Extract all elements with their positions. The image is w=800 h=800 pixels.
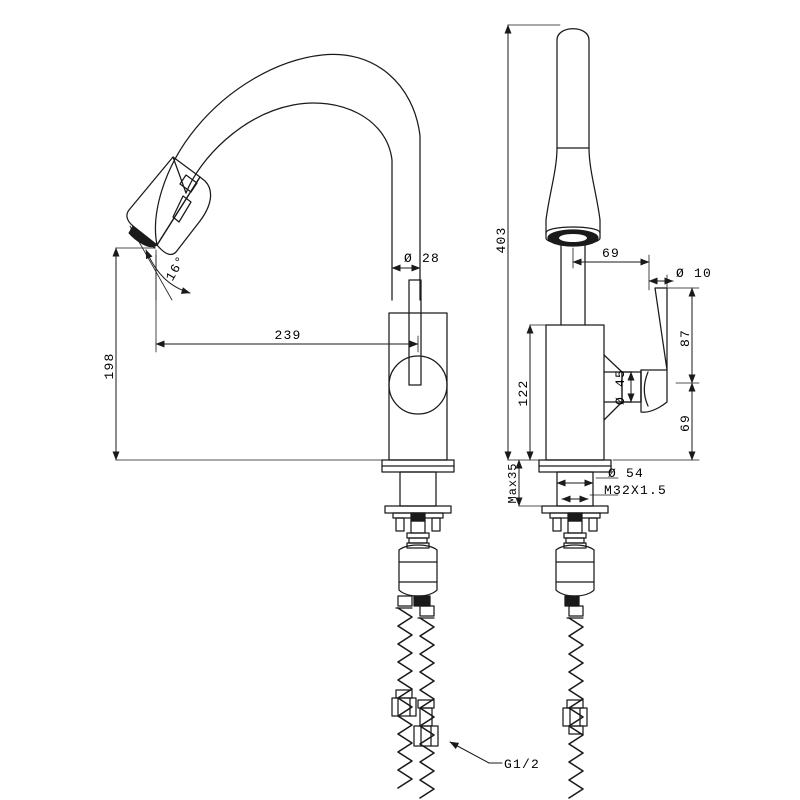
front-handle-body[interactable] xyxy=(640,369,668,413)
front-body-column xyxy=(545,324,605,461)
front-mounting-hardware xyxy=(541,505,609,549)
dim-403-label: 403 xyxy=(494,226,509,253)
dim-d54-label: Ø 54 xyxy=(608,466,644,481)
sprayer-head xyxy=(126,156,201,246)
sprayer-mode-button-bottom[interactable] xyxy=(172,195,192,223)
dim-d10-label: Ø 10 xyxy=(676,266,712,281)
spout-outer-curve xyxy=(154,53,421,301)
sprayer-nozzle-rim xyxy=(130,228,156,249)
front-aerator-rim xyxy=(545,226,601,234)
dim-d28-label: Ø 28 xyxy=(404,251,440,266)
spout-inner-curve xyxy=(185,102,393,301)
base-escutcheon xyxy=(381,459,455,473)
front-view: 403 122 Max35 69 Ø 10 xyxy=(494,24,712,799)
g12-connector-nut xyxy=(413,725,439,747)
handle-lever[interactable] xyxy=(408,279,422,386)
front-hose-weight-barrel xyxy=(555,544,595,597)
dim-overall-height xyxy=(504,24,561,461)
hose-weight-barrel xyxy=(398,544,438,597)
dim-max35-label: Max35 xyxy=(506,462,520,503)
flex-hose-left xyxy=(391,595,417,789)
front-handle-lever[interactable] xyxy=(654,287,668,371)
dim-239-label: 239 xyxy=(274,328,301,343)
dim-69-offset-label: 69 xyxy=(602,246,620,261)
flex-hose-right xyxy=(413,595,439,799)
sprayer-mode-button-top[interactable] xyxy=(179,174,198,193)
dim-sprayer-angle xyxy=(129,225,191,301)
front-sprayer-head xyxy=(545,28,601,245)
front-base-escutcheon xyxy=(538,459,612,473)
dim-shank-dia xyxy=(556,471,619,491)
dim-max-deck-thickness xyxy=(515,459,546,507)
dim-handle-base-height xyxy=(612,382,700,461)
dim-handle-rod-dia xyxy=(648,274,674,289)
valve-cap-circle xyxy=(388,355,448,415)
dim-198-label: 198 xyxy=(102,352,117,379)
dim-16deg-label: 16° xyxy=(163,253,189,284)
dim-122-label: 122 xyxy=(516,379,531,406)
label-thread-spec: M32X1.5 xyxy=(604,483,667,498)
front-flex-hose xyxy=(562,595,588,799)
dim-69-base-label: 69 xyxy=(678,414,693,432)
dim-body-height xyxy=(526,324,547,461)
mounting-shank xyxy=(399,471,437,507)
leader-g12 xyxy=(449,741,503,764)
dim-d45-label: Ø 45 xyxy=(613,369,628,405)
side-view: 198 239 16° Ø 28 G1/2 xyxy=(102,53,540,799)
dim-thread xyxy=(561,494,619,503)
sprayer-nozzle-face xyxy=(128,225,158,248)
dim-spout-height xyxy=(112,247,390,461)
label-g12: G1/2 xyxy=(504,757,540,772)
dim-87-label: 87 xyxy=(678,329,693,347)
mounting-hardware xyxy=(384,505,452,549)
body-column xyxy=(388,312,448,461)
front-mounting-shank xyxy=(556,471,594,507)
